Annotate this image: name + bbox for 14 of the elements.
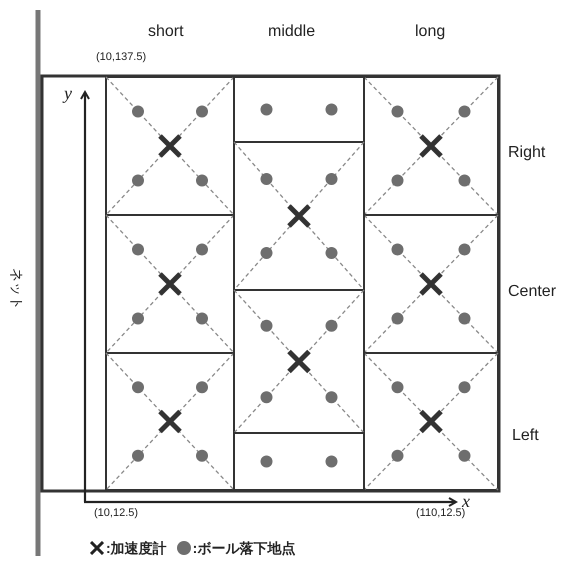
legend-text: :加速度計 [106, 541, 167, 555]
row-label: Left [512, 428, 539, 444]
axis-label: x [462, 492, 470, 510]
coordinate-label: (10,137.5) [96, 52, 146, 63]
column-label: long [415, 24, 446, 40]
column-label: middle [268, 24, 316, 40]
axis-label: y [64, 84, 72, 102]
row-label: Center [508, 284, 556, 300]
coordinate-label: (110,12.5) [416, 508, 466, 519]
legend-text: :ボール落下地点 [192, 541, 296, 555]
column-label: short [148, 24, 184, 40]
coordinate-label: (10,12.5) [94, 508, 138, 519]
net-label: ネット [10, 268, 24, 310]
row-label: Right [508, 145, 546, 161]
